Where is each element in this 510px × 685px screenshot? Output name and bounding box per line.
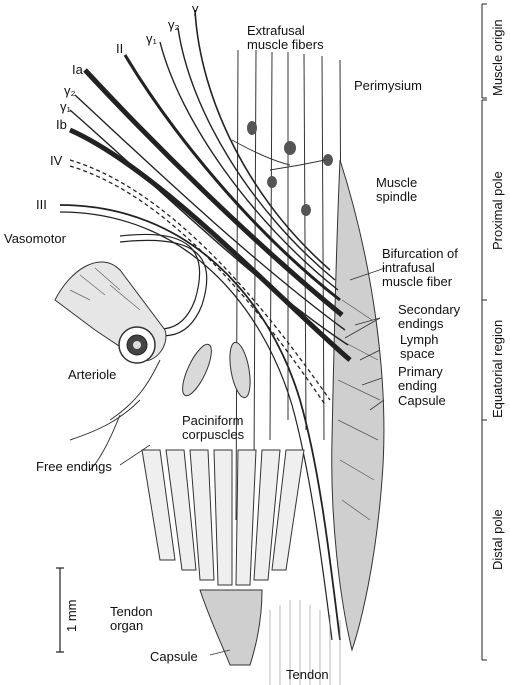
label-extrafusal: Extrafusal muscle fibers	[247, 24, 324, 52]
label-free-endings: Free endings	[36, 460, 112, 474]
label-gamma1: γ₁	[60, 100, 71, 114]
label-capsule-spindle: Capsule	[398, 394, 446, 408]
label-iv: IV	[50, 154, 62, 168]
label-ii: II	[116, 42, 123, 56]
label-distal-pole: Distal pole	[490, 509, 505, 570]
label-gamma2: γ₂	[64, 84, 76, 98]
label-bifurcation: Bifurcation of intrafusal muscle fiber	[382, 247, 458, 289]
label-secondary-endings: Secondary endings	[398, 303, 460, 331]
label-arteriole: Arteriole	[68, 368, 116, 382]
label-iii: III	[36, 198, 47, 212]
label-tendon-organ: Tendon organ	[110, 605, 153, 633]
label-primary-ending: Primary ending	[398, 365, 443, 393]
label-tendon: Tendon	[286, 668, 329, 682]
label-capsule-tendon: Capsule	[150, 650, 198, 664]
label-gamma: γ	[192, 2, 199, 16]
label-ib: Ib	[56, 118, 67, 132]
label-lymph-space: Lymph space	[400, 333, 439, 361]
label-perimysium: Perimysium	[354, 79, 422, 93]
label-muscle-origin: Muscle origin	[490, 19, 505, 96]
label-proximal-pole: Proximal pole	[490, 171, 505, 250]
scale-bar	[56, 568, 64, 652]
label-scale: 1 mm	[64, 600, 79, 633]
label-muscle-spindle: Muscle spindle	[376, 176, 417, 204]
label-paciniform: Paciniform corpuscles	[182, 414, 244, 442]
label-gamma2-top: γ₂	[168, 18, 180, 32]
label-ia: Ia	[72, 63, 83, 77]
label-gamma1-top: γ₁	[146, 32, 157, 46]
muscle-spindle	[332, 160, 384, 650]
label-equatorial-region: Equatorial region	[490, 320, 505, 418]
arteriole	[55, 262, 166, 363]
label-vasomotor: Vasomotor	[4, 232, 66, 246]
paciniform-corpuscles	[177, 341, 254, 399]
region-brackets	[482, 4, 487, 660]
